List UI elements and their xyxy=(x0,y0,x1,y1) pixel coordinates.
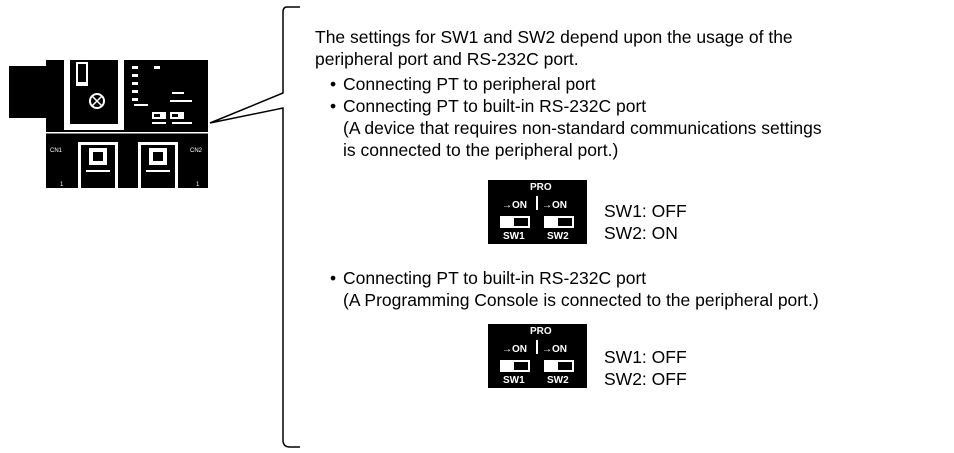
bullet-1-text: Connecting PT to peripheral port xyxy=(343,74,596,94)
callout-bracket xyxy=(209,6,300,448)
port-2 xyxy=(138,142,178,188)
sw1-on-label: →ON xyxy=(502,200,527,211)
controller-unit xyxy=(9,60,208,188)
pro-divider xyxy=(536,340,538,354)
sw1-name: SW1 xyxy=(503,375,525,386)
port-1 xyxy=(78,142,118,188)
intro-line-1: The settings for SW1 and SW2 depend upon… xyxy=(315,27,793,47)
sw1-setting-2: SW1: OFF xyxy=(604,347,687,367)
sw2-slider xyxy=(544,360,574,372)
bullet-2-text: Connecting PT to built-in RS-232C port xyxy=(343,96,647,116)
switch-diagram-1: PRO →ON →ON SW1 SW2 xyxy=(488,180,587,244)
pro-label: PRO xyxy=(530,182,552,193)
sw2-name: SW2 xyxy=(547,375,569,386)
bullet-2-sub-2: is connected to the peripheral port.) xyxy=(343,140,619,160)
sw2-name: SW2 xyxy=(547,231,569,242)
bullet-icon: • xyxy=(330,96,337,116)
sw1-setting-1: SW1: OFF xyxy=(604,201,687,221)
pin-right-label: 1 xyxy=(196,182,200,188)
bullet-3-text: Connecting PT to built-in RS-232C port xyxy=(343,268,647,288)
bullet-3-sub-1: (A Programming Console is connected to t… xyxy=(343,290,819,310)
bullet-icon: • xyxy=(330,268,337,288)
bullet-2-sub-1: (A device that requires non-standard com… xyxy=(343,118,822,138)
switch-diagram-2: PRO →ON →ON SW1 SW2 xyxy=(488,324,587,388)
pro-label: PRO xyxy=(530,326,552,337)
intro-line-2: peripheral port and RS-232C port. xyxy=(315,49,579,69)
sw1-name: SW1 xyxy=(503,231,525,242)
sw2-on-label: →ON xyxy=(542,344,567,355)
sw2-slider xyxy=(544,216,574,228)
sw2-setting-2: SW2: OFF xyxy=(604,369,687,389)
sw2-on-label: →ON xyxy=(542,200,567,211)
port-1-label: CN1 xyxy=(50,148,63,154)
sw1-on-label: →ON xyxy=(502,344,527,355)
port-2-label: CN2 xyxy=(190,148,203,154)
sw1-slider xyxy=(500,360,530,372)
sw1-slider xyxy=(500,216,530,228)
sw2-setting-1: SW2: ON xyxy=(604,223,678,243)
pro-divider xyxy=(536,196,538,210)
pin-left-label: 1 xyxy=(60,182,64,188)
bullet-icon: • xyxy=(330,74,337,94)
